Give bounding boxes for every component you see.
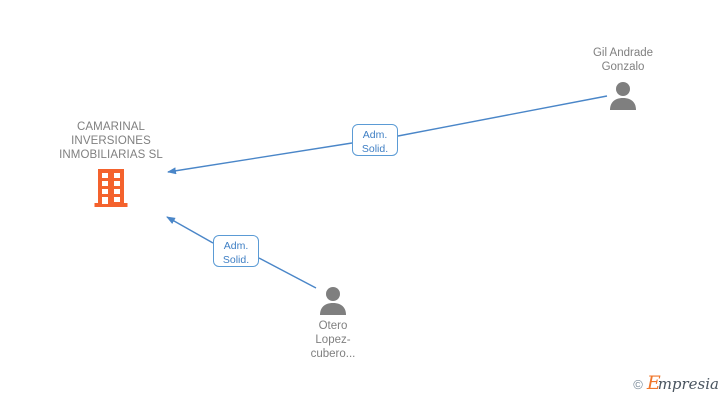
person-node-gil-andrade-gonzalo[interactable]: Gil Andrade Gonzalo (563, 46, 683, 110)
edge-box-to-company-otero (166, 216, 214, 244)
person-name-label-gil: Gil Andrade Gonzalo (592, 47, 654, 73)
company-node[interactable]: CAMARINAL INVERSIONES INMOBILIARIAS SL (41, 120, 181, 208)
copyright-icon: © (633, 377, 643, 392)
brand-name: mpresia (657, 375, 719, 393)
person-node-otero-lopez-cubero[interactable]: Otero Lopez- cubero... (273, 285, 393, 361)
person-icon (610, 82, 636, 110)
watermark: © Empresia (633, 374, 719, 394)
relation-label-otero[interactable]: Adm. Solid. (213, 235, 259, 267)
company-name-label: CAMARINAL INVERSIONES INMOBILIARIAS SL (59, 121, 163, 161)
building-icon (94, 169, 128, 207)
person-icon (320, 287, 346, 315)
person-name-label-otero: Otero Lopez- cubero... (310, 320, 356, 360)
edge-box-to-company-gil (167, 142, 353, 175)
brand-initial: E (646, 372, 661, 394)
edge-otero-to-box (258, 257, 317, 289)
relation-label-gil[interactable]: Adm. Solid. (352, 124, 398, 156)
